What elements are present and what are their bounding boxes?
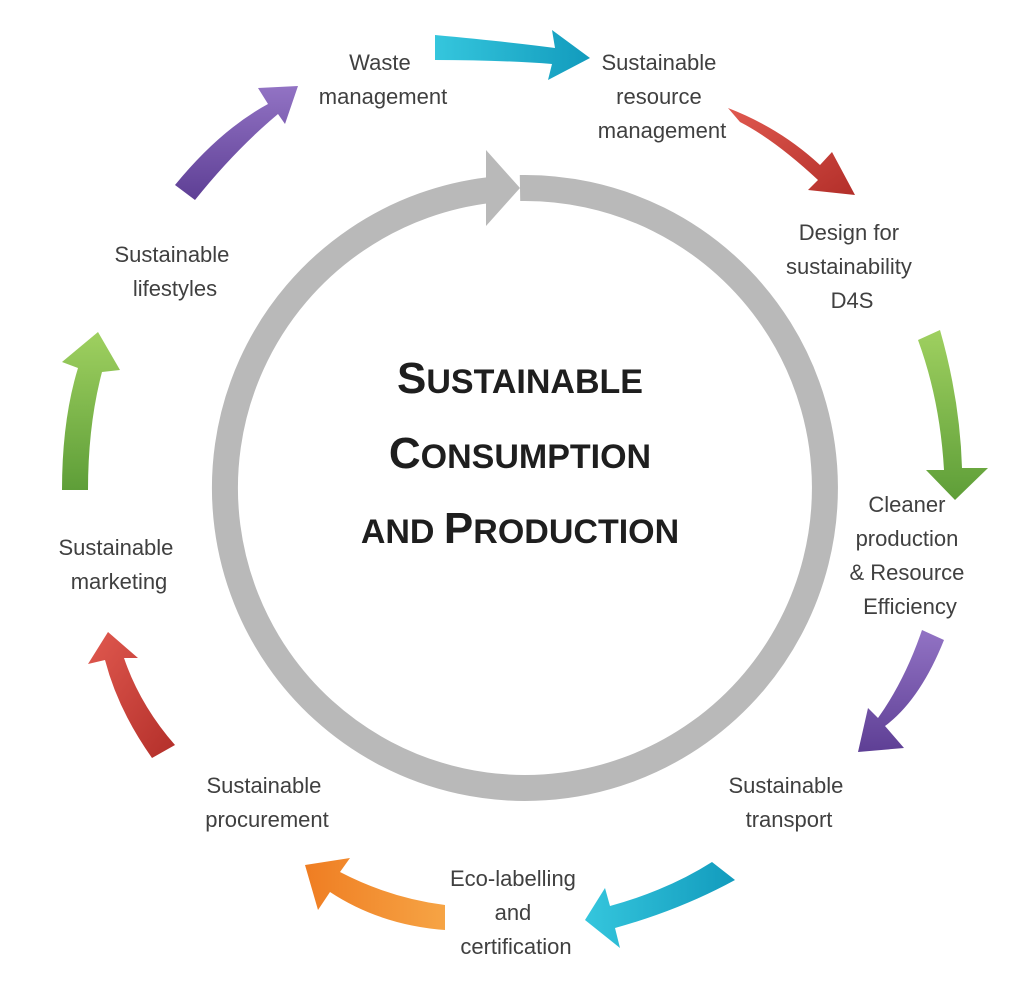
label-sustainable-procurement: Sustainable procurement [205, 773, 329, 832]
outer-arrows [62, 30, 988, 948]
label-sustainable-marketing: Sustainable marketing [58, 535, 179, 594]
label-waste-management: Waste management [319, 50, 447, 109]
label-eco-labelling: Eco-labelling and certification [450, 866, 582, 959]
arrow-eco-to-procurement [305, 858, 445, 930]
arrow-cleaner-to-transport [858, 630, 944, 752]
arrow-lifestyles-to-waste [175, 86, 298, 200]
svg-text:CONSUMPTION: CONSUMPTION [389, 429, 651, 478]
label-cleaner-production: Cleaner production & Resource Efficiency [849, 492, 970, 619]
arrow-transport-to-eco [585, 862, 735, 948]
label-sustainable-resource-management: Sustainable resource management [598, 50, 726, 143]
step-labels: Waste management Sustainable resource ma… [58, 50, 970, 959]
arrow-procurement-to-marketing [88, 632, 175, 758]
arrow-resource-to-d4s [728, 108, 855, 195]
arrow-d4s-to-cleaner [918, 330, 988, 500]
svg-text:AND PRODUCTION: AND PRODUCTION [361, 504, 679, 553]
center-ring [211, 150, 838, 801]
center-ring-arrowhead [486, 150, 520, 226]
arrow-waste-to-resource [435, 30, 590, 80]
label-design-for-sustainability: Design for sustainability D4S [786, 220, 918, 313]
label-sustainable-lifestyles: Sustainable lifestyles [114, 242, 235, 301]
label-sustainable-transport: Sustainable transport [728, 773, 849, 832]
center-title: SUSTAINABLE CONSUMPTION AND PRODUCTION [361, 354, 679, 553]
svg-text:SUSTAINABLE: SUSTAINABLE [397, 354, 643, 403]
arrow-marketing-to-lifestyles [62, 332, 120, 490]
